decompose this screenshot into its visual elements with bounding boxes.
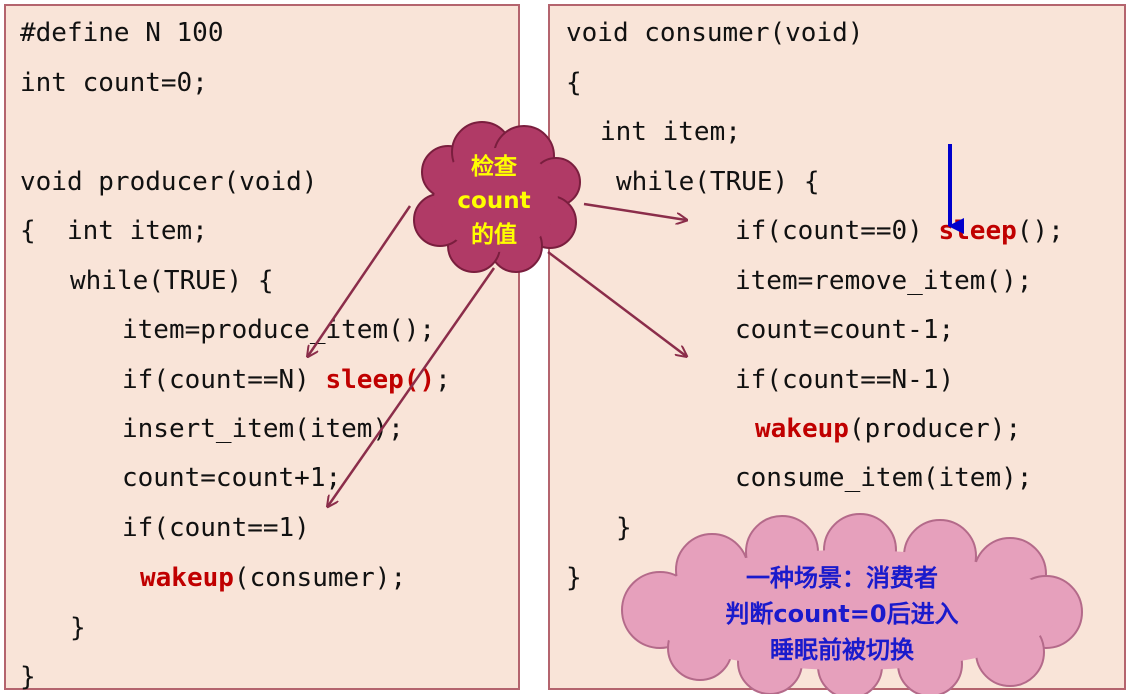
consumer-item-decl: int item; <box>600 117 741 147</box>
producer-if-one-line: if(count==1) <box>122 513 310 543</box>
check-count-cloud <box>413 121 581 273</box>
arrow-to-producer-count-check <box>328 267 496 506</box>
producer-while-line: while(TRUE) { <box>70 266 274 296</box>
producer-wakeup-line: wakeup(consumer); <box>140 563 406 593</box>
consumer-while-line: while(TRUE) { <box>616 167 820 197</box>
producer-signature: void producer(void) <box>20 167 318 197</box>
define-line: #define N 100 <box>20 18 224 48</box>
consumer-sleep-tail: (); <box>1016 216 1064 246</box>
consumer-if-n-minus-1-line: if(count==N-1) <box>735 365 955 395</box>
arrow-to-consumer-if-n-minus-1 <box>547 251 686 356</box>
producer-close-func: } <box>20 662 36 692</box>
check-line-3: 的值 <box>471 222 517 248</box>
arrow-to-producer-produce <box>308 205 412 356</box>
count-increment-line: count=count+1; <box>122 463 342 493</box>
if-empty-condition: if(count==0) <box>735 216 939 246</box>
check-count-bubble-text: 检查 count 的值 <box>446 150 542 252</box>
consumer-close-func: } <box>566 563 582 593</box>
producer-sleep-semicolon: ; <box>435 365 451 395</box>
check-line-1: 检查 <box>471 154 517 180</box>
consumer-close-while: } <box>616 513 632 543</box>
producer-code-panel <box>4 4 520 690</box>
remove-item-line: item=remove_item(); <box>735 266 1033 296</box>
producer-wakeup-keyword: wakeup <box>140 563 234 593</box>
producer-open-and-decl: { int item; <box>20 216 208 246</box>
consume-item-line: consume_item(item); <box>735 463 1033 493</box>
producer-close-while: } <box>70 613 86 643</box>
producer-if-full-line: if(count==N) sleep(); <box>122 365 451 395</box>
consumer-open-brace: { <box>566 68 582 98</box>
count-declaration: int count=0; <box>20 68 208 98</box>
insert-item-line: insert_item(item); <box>122 414 404 444</box>
arrow-to-consumer-if-empty <box>583 202 686 220</box>
consumer-wakeup-arg: (producer); <box>848 414 1022 444</box>
scenario-line-2: 判断count=0后进入 <box>725 600 959 628</box>
consumer-signature: void consumer(void) <box>566 18 864 48</box>
check-line-2: count <box>457 188 531 214</box>
consumer-wakeup-keyword: wakeup <box>755 414 849 444</box>
produce-item-line: item=produce_item(); <box>122 315 436 345</box>
scenario-line-1: 一种场景：消费者 <box>746 564 938 592</box>
scenario-line-3: 睡眠前被切换 <box>770 636 914 664</box>
consumer-if-empty-line: if(count==0) sleep(); <box>735 216 1064 246</box>
if-full-condition: if(count==N) <box>122 365 326 395</box>
count-decrement-line: count=count-1; <box>735 315 955 345</box>
producer-wakeup-arg: (consumer); <box>233 563 407 593</box>
scenario-cloud <box>621 513 1083 694</box>
consumer-wakeup-line: wakeup(producer); <box>755 414 1021 444</box>
scenario-bubble-text: 一种场景：消费者 判断count=0后进入 睡眠前被切换 <box>672 560 1012 668</box>
